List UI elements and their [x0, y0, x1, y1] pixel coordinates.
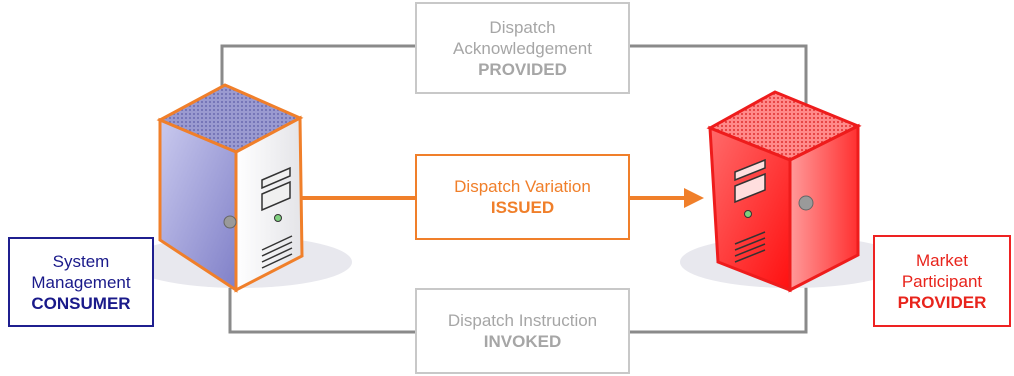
acknowledgement-line1: Dispatch — [489, 17, 556, 37]
provider-line1: Market — [916, 250, 968, 270]
provider-server-icon — [680, 90, 904, 293]
consumer-label-box: System Management CONSUMER — [8, 237, 154, 327]
instruction-line1: Dispatch Instruction — [447, 311, 598, 330]
variation-status: ISSUED — [490, 198, 555, 217]
provider-role: PROVIDER — [897, 292, 987, 312]
instruction-box: Dispatch Instruction INVOKED — [415, 288, 630, 374]
consumer-line1: System — [52, 251, 110, 271]
consumer-role: CONSUMER — [31, 293, 131, 313]
acknowledgement-line2: Acknowledgement — [453, 38, 592, 58]
provider-label-box: Market Participant PROVIDER — [873, 235, 1011, 327]
acknowledgement-status: PROVIDED — [478, 59, 567, 79]
instruction-status: INVOKED — [483, 332, 562, 351]
provider-line2: Participant — [901, 271, 983, 291]
consumer-line2: Management — [31, 272, 131, 292]
consumer-server-icon — [128, 83, 352, 293]
variation-line1: Dispatch Variation — [454, 177, 591, 196]
variation-box: Dispatch Variation ISSUED — [415, 154, 630, 240]
acknowledgement-box: Dispatch Acknowledgement PROVIDED — [415, 2, 630, 94]
